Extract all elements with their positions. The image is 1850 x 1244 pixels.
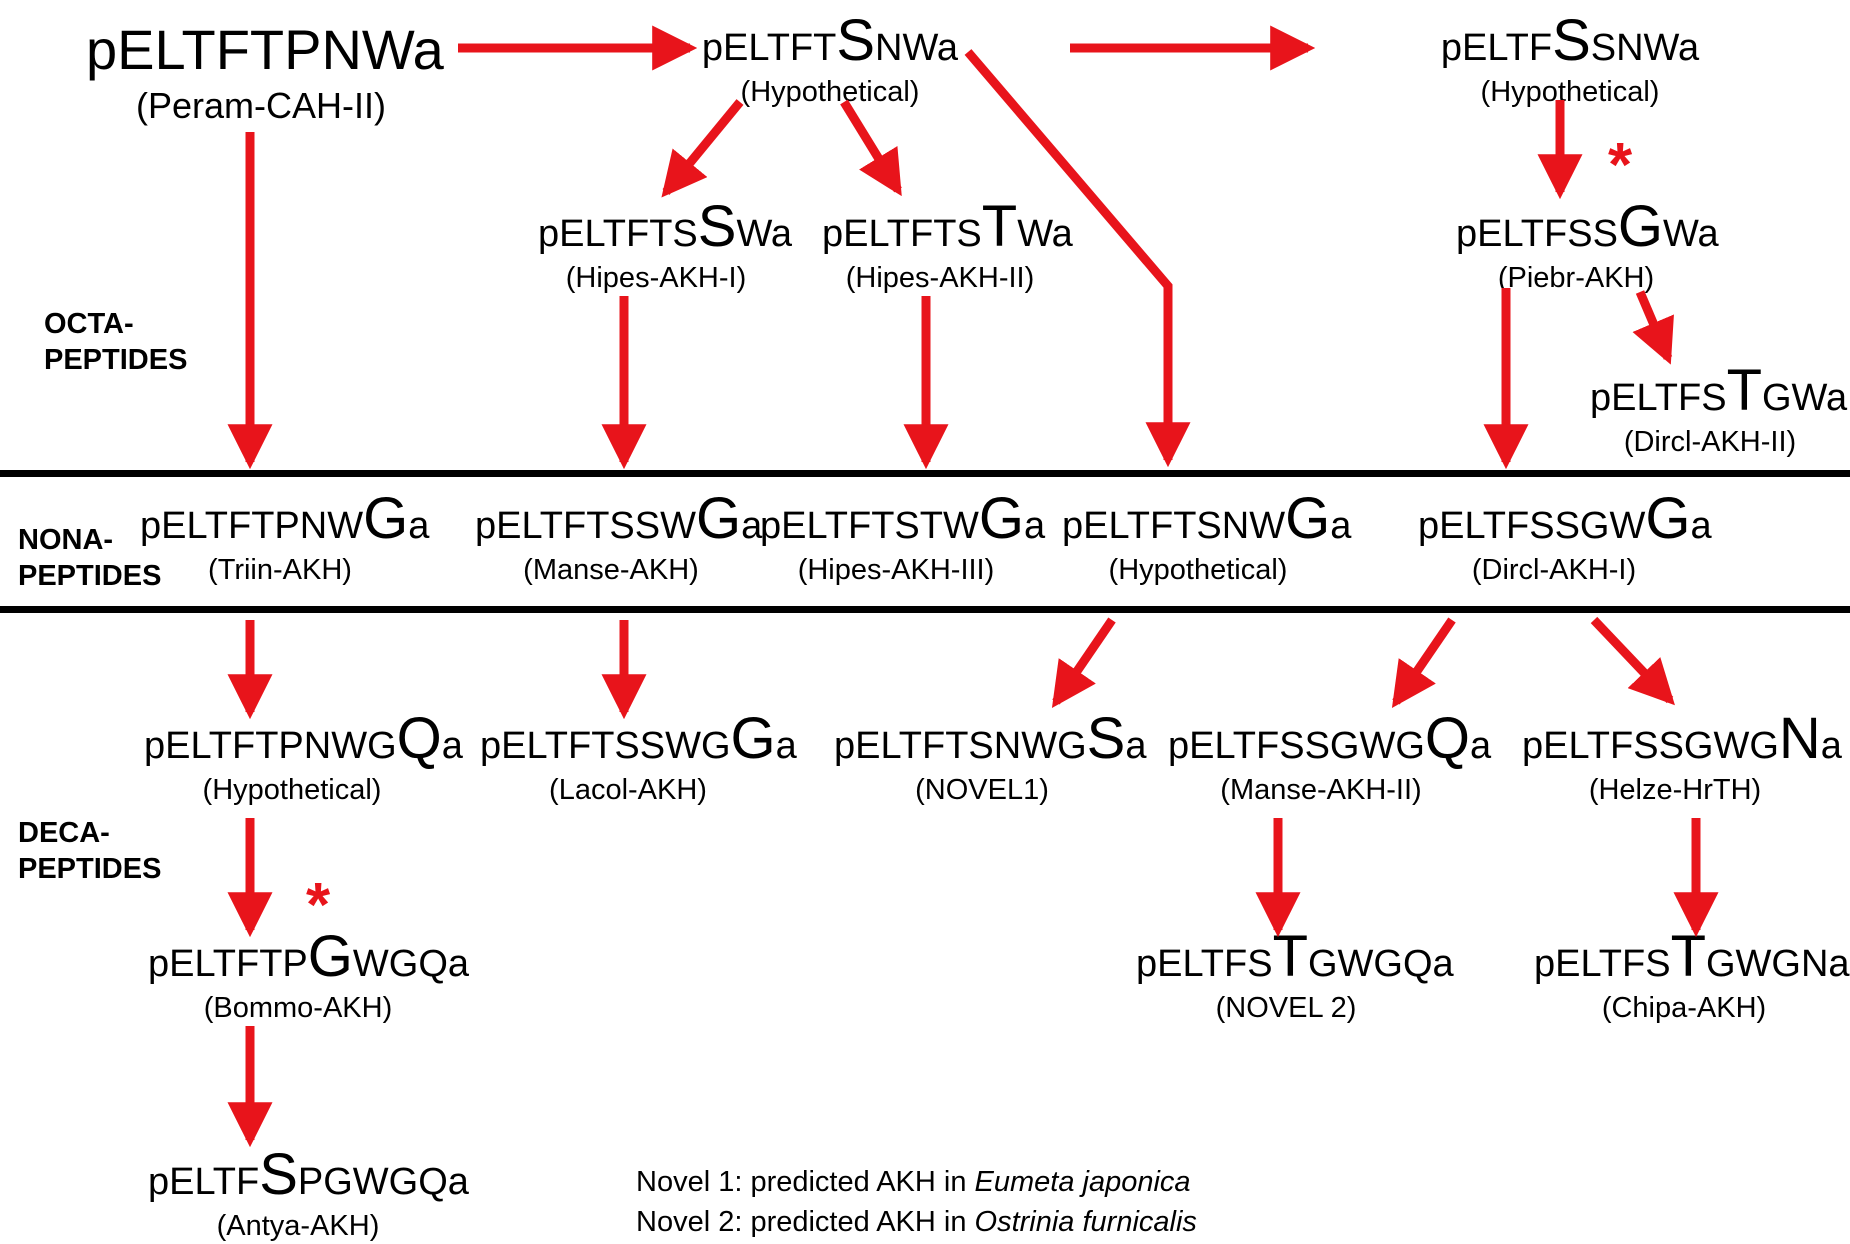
peptide-hipes-akh-ii: pELTFTSTWa (Hipes-AKH-II): [822, 194, 1073, 294]
note-novel2-prefix: Novel 2: predicted AKH in: [636, 1206, 975, 1238]
arrow-hyp-sn-to-hipes1: [661, 99, 744, 198]
peptide-hypothetical-deca: pELTFTPNWGQa (Hypothetical): [144, 706, 463, 806]
arrow-hyp-nona-to-novel1: [1051, 617, 1116, 708]
peptide-hypothetical-ss: pELTFSSNWa (Hypothetical): [1440, 8, 1700, 108]
peptide-manse-akh-ii-name: (Manse-AKH-II): [1220, 774, 1422, 806]
arrow-dircl1-to-helze: [1590, 616, 1675, 706]
class-label-octa: OCTA- PEPTIDES: [44, 306, 187, 379]
arrow-hyp-sn-to-hipes2: [840, 99, 902, 197]
class-label-octa-line2: PEPTIDES: [44, 344, 188, 377]
separator-nona-deca: [0, 606, 1850, 613]
peptide-chipa-akh-name: (Chipa-AKH): [1601, 992, 1767, 1024]
asterisk-bommo: *: [306, 871, 331, 940]
asterisk-piebr: *: [1608, 131, 1633, 200]
peptide-piebr-akh-name: (Piebr-AKH): [1497, 262, 1655, 294]
note-novel2: Novel 2: predicted AKH in Ostrinia furni…: [636, 1208, 1197, 1237]
arrow-piebr-to-dircl2: [1632, 290, 1674, 365]
class-label-octa-line1: OCTA-: [44, 308, 134, 340]
peptide-hypothetical-sn: pELTFTSNWa (Hypothetical): [690, 12, 970, 107]
note-novel1: Novel 1: predicted AKH in Eumeta japonic…: [636, 1168, 1191, 1197]
separator-octa-nona: [0, 470, 1850, 477]
class-label-deca: DECA- PEPTIDES: [18, 815, 161, 888]
note-novel1-prefix: Novel 1: predicted AKH in: [636, 1166, 975, 1198]
peptide-piebr-akh: pELTFSSGWa (Piebr-AKH): [1456, 194, 1719, 294]
note-novel2-species: Ostrinia furnicalis: [974, 1206, 1197, 1238]
arrow-hyp-sn-to-hyp-nona: [964, 49, 1191, 468]
class-label-nona-line1: NONA-: [18, 524, 114, 556]
peptide-novel2-name: (NOVEL 2): [1215, 992, 1357, 1024]
peptide-hipes-akh-ii-name: (Hipes-AKH-II): [845, 262, 1035, 294]
peptide-dircl-akh-ii-name: (Dircl-AKH-II): [1623, 426, 1797, 458]
class-label-deca-line2: PEPTIDES: [18, 853, 162, 886]
peptide-hipes-akh-iii-name: (Hipes-AKH-III): [797, 554, 995, 586]
note-novel1-species: Eumeta japonica: [974, 1166, 1191, 1198]
peptide-manse-akh-ii: pELTFSSGWGQa (Manse-AKH-II): [1168, 706, 1492, 806]
peptide-manse-akh-name: (Manse-AKH): [523, 554, 699, 586]
peptide-hypothetical-nona-name: (Hypothetical): [1108, 554, 1288, 586]
peptide-helze-hrth-name: (Helze-HrTH): [1588, 774, 1762, 806]
peptide-novel1-name: (NOVEL1): [915, 774, 1049, 806]
peptide-hipes-akh-i-name: (Hipes-AKH-I): [565, 262, 747, 294]
peptide-hypothetical-deca-name: (Hypothetical): [202, 774, 382, 806]
peptide-peram-name: (Peram-CAH-II): [136, 85, 386, 126]
peptide-novel2: pELTFSTGWGQa (NOVEL 2): [1136, 924, 1454, 1024]
peptide-peram-cah-ii: pELTFTPNWa (Peram-CAH-II): [86, 22, 444, 126]
arrow-dircl1-to-manse2: [1391, 617, 1456, 708]
peptide-antya-akh: pELTFSPGWGQa (Antya-AKH): [148, 1142, 469, 1242]
peptide-dircl-akh-ii: pELTFSTGWa (Dircl-AKH-II): [1590, 358, 1848, 458]
peptide-antya-akh-name: (Antya-AKH): [216, 1210, 380, 1242]
peptide-hypothetical-nona: pELTFTSNWGa (Hypothetical): [1062, 486, 1352, 586]
peptide-peram-seq: pELTFTPNWa: [86, 18, 444, 81]
peptide-hypothetical-ss-name: (Hypothetical): [1480, 76, 1660, 108]
peptide-bommo-akh: pELTFTPGWGQa (Bommo-AKH): [148, 924, 470, 1024]
peptide-dircl-akh-i-name: (Dircl-AKH-I): [1471, 554, 1637, 586]
peptide-lacol-akh: pELTFTSSWGGa (Lacol-AKH): [480, 706, 797, 806]
peptide-bommo-akh-name: (Bommo-AKH): [203, 992, 393, 1024]
peptide-hipes-akh-i: pELTFTSSWa (Hipes-AKH-I): [538, 194, 793, 294]
peptide-triin-akh-name: (Triin-AKH): [208, 554, 352, 586]
peptide-novel1: pELTFTSNWGSa (NOVEL1): [834, 706, 1147, 806]
peptide-hipes-akh-iii: pELTFTSTWGa (Hipes-AKH-III): [760, 486, 1046, 586]
class-label-nona: NONA- PEPTIDES: [18, 522, 161, 595]
peptide-hypothetical-sn-name: (Hypothetical): [740, 76, 920, 108]
class-label-deca-line1: DECA-: [18, 817, 110, 849]
peptide-helze-hrth: pELTFSSGWGNa (Helze-HrTH): [1522, 706, 1842, 806]
class-label-nona-line2: PEPTIDES: [18, 560, 162, 593]
peptide-lacol-akh-name: (Lacol-AKH): [549, 774, 707, 806]
peptide-manse-akh: pELTFTSSWGa (Manse-AKH): [475, 486, 763, 586]
peptide-triin-akh: pELTFTPNWGa (Triin-AKH): [140, 486, 430, 586]
peptide-dircl-akh-i: pELTFSSGWGa (Dircl-AKH-I): [1418, 486, 1712, 586]
